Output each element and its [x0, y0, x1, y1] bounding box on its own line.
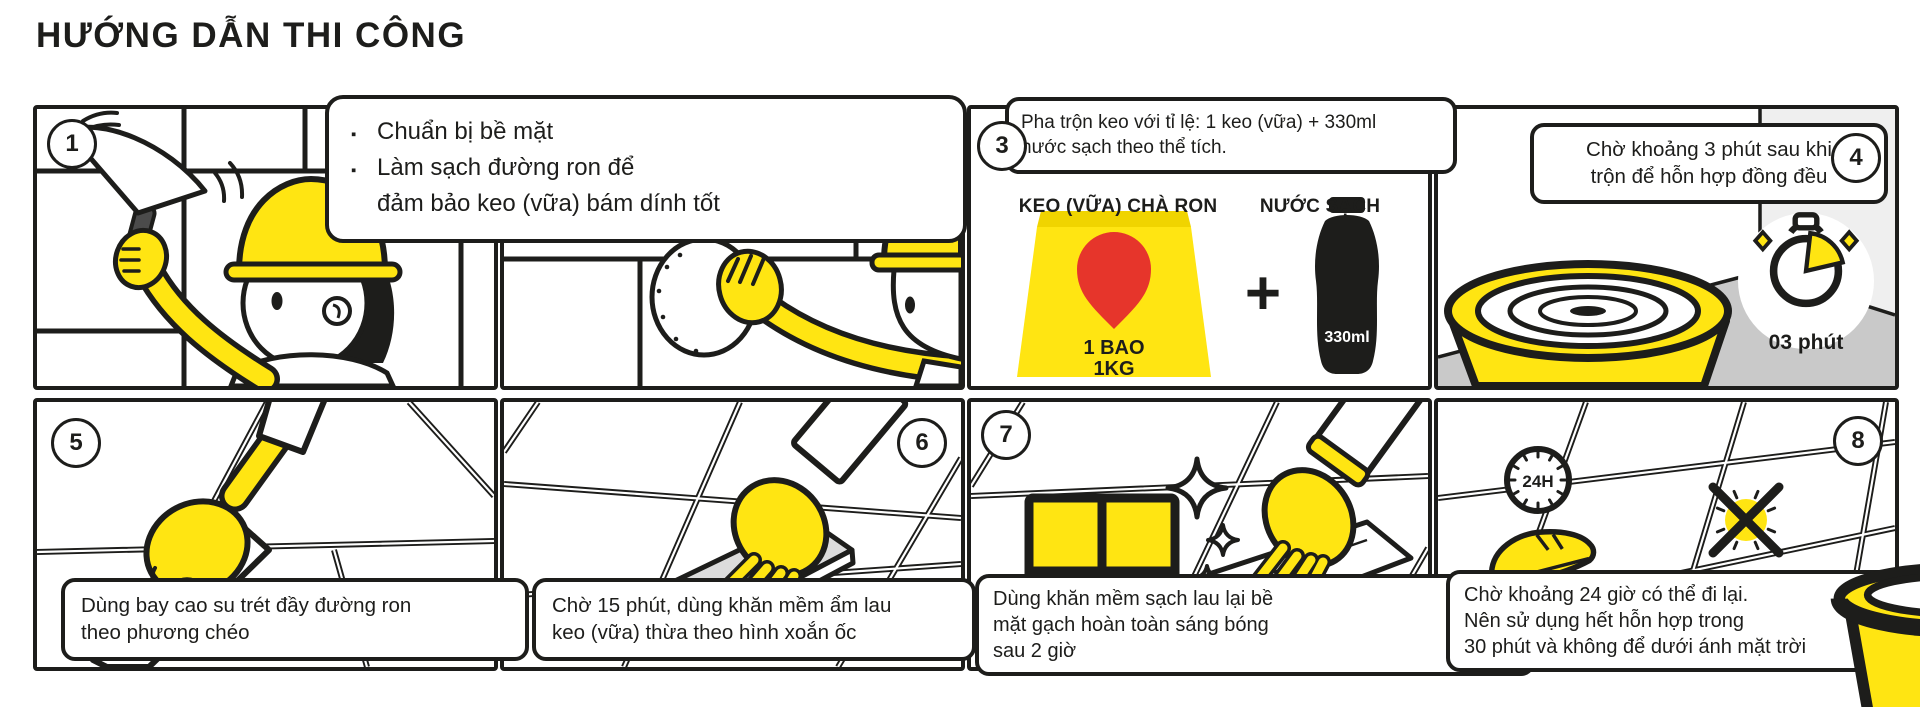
prep-line-1: Chuẩn bị bề mặt [377, 118, 554, 145]
step-number-badge: 5 [51, 418, 101, 468]
speech-bubble-step-8: Chờ khoảng 24 giờ có thể đi lại. Nên sử … [1446, 570, 1914, 672]
gloved-hand [112, 227, 170, 291]
no-sunlight-icon [1708, 482, 1784, 558]
svg-text:24H: 24H [1522, 472, 1553, 491]
grout-bag-icon: 1 BAO 1KG [1017, 211, 1211, 380]
wall-tile-grid [37, 109, 494, 386]
page-title: HƯỚNG DẪN THI CÔNG [36, 16, 467, 55]
step-number-badge: 6 [897, 418, 947, 468]
sleeve [256, 402, 327, 455]
speech-bubble-step-5: Dùng bay cao su trét đầy đường ron theo … [61, 578, 529, 661]
pin-logo [1077, 232, 1151, 329]
stopwatch-icon: 03 phút [1738, 213, 1874, 354]
bullet-icon: ▪ [351, 162, 357, 179]
sleeve [791, 402, 909, 485]
24h-clock-icon: 24H [1504, 446, 1572, 514]
bullet-icon: ▪ [351, 126, 357, 143]
step-number-badge: 8 [1833, 416, 1883, 466]
speech-bubble-step-4: Chờ khoảng 3 phút sau khi trộn để hỗn hợ… [1530, 123, 1888, 204]
svg-text:03 phút: 03 phút [1769, 331, 1844, 354]
panel-3: 1 BAO 1KG + 330ml KEO (VỮA) CHÀ RON NƯỚC… [967, 97, 1457, 390]
step-number-badge: 1 [47, 119, 97, 169]
motion-lines [73, 110, 245, 203]
speech-bubble-step-1-2: ▪ Chuẩn bị bề mặt ▪ Làm sạch đường ron đ… [325, 95, 967, 243]
water-bottle-icon: 330ml [1315, 197, 1379, 374]
speech-bubble-step-3: Pha trộn keo với tỉ lệ: 1 keo (vữa) + 33… [1005, 97, 1457, 174]
speech-bubble-step-7: Dùng khăn mềm sạch lau lại bề mặt gạch h… [975, 574, 1535, 676]
step-number-badge: 4 [1831, 133, 1881, 183]
bucket-icon: 3' [1830, 564, 1920, 707]
panel-7: Dùng khăn mềm sạch lau lại bề mặt gạch h… [967, 398, 1535, 676]
gloved-hand [730, 477, 830, 579]
svg-text:1 BAO: 1 BAO [1083, 337, 1144, 359]
scraper-arm [64, 110, 280, 386]
plus-icon: + [1245, 259, 1281, 328]
prep-line-2: Làm sạch đường ron để [377, 154, 635, 181]
step-number-badge: 7 [981, 410, 1031, 460]
label-water: NƯỚC SẠCH [1259, 196, 1381, 217]
mixing-bucket [1444, 260, 1732, 386]
panel-8: 24H Chờ khoảng 24 giờ có thể đi lại. Nên… [1434, 398, 1920, 707]
label-grout: KEO (VỮA) CHÀ RON [1018, 196, 1218, 217]
speech-bubble-step-6: Chờ 15 phút, dùng khăn mềm ẩm lau keo (v… [532, 578, 976, 661]
svg-text:1KG: 1KG [1093, 358, 1134, 380]
prep-line-3: đảm bảo keo (vữa) bám dính tốt [377, 190, 720, 217]
panel-5: Dùng bay cao su trét đầy đường ron theo … [33, 398, 529, 671]
svg-text:330ml: 330ml [1324, 329, 1369, 346]
worker-figure [223, 176, 403, 386]
panel-6: Chờ 15 phút, dùng khăn mềm ẩm lau keo (v… [500, 398, 976, 671]
panel-4: 03 phút Chờ khoảng 3 phút sau khi trộn đ… [1434, 105, 1899, 390]
step-number-badge: 3 [977, 121, 1027, 171]
